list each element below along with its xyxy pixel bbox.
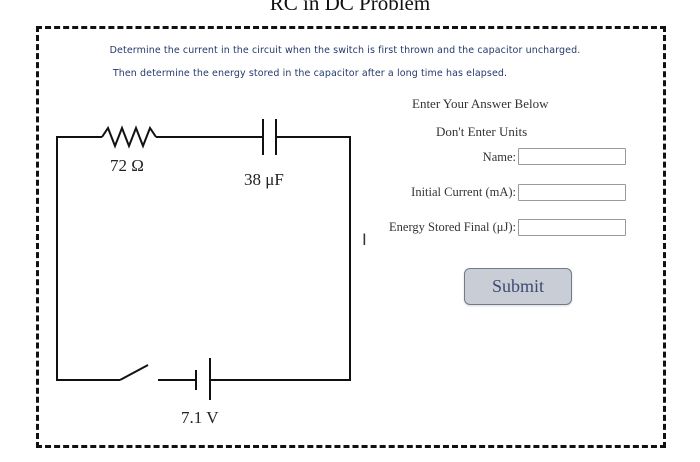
capacitor-label: 38 μF (244, 170, 284, 189)
initial-current-field[interactable] (518, 184, 626, 201)
text-cursor-icon: I (362, 230, 367, 249)
energy-stored-field[interactable] (518, 219, 626, 236)
form-subheading: Don't Enter Units (436, 124, 528, 139)
instruction-line-1: Determine the current in the circuit whe… (109, 45, 581, 56)
initial-current-label: Initial Current (mA): (411, 185, 516, 199)
battery-label: 7.1 V (181, 408, 219, 427)
form-heading: Enter Your Answer Below (412, 96, 549, 111)
name-field[interactable] (518, 148, 626, 165)
instruction-line-2: Then determine the energy stored in the … (112, 68, 508, 79)
switch-lever (119, 364, 149, 381)
resistor-symbol (101, 125, 157, 149)
energy-stored-label: Energy Stored Final (μJ): (389, 220, 516, 234)
page-title: RC in DC Problem (269, 0, 431, 15)
wire-right (210, 136, 351, 381)
wire-left (56, 137, 120, 381)
wire-top-left (56, 136, 102, 155)
submit-button[interactable]: Submit (464, 268, 572, 305)
name-label: Name: (482, 150, 516, 164)
resistor-label: 72 Ω (110, 156, 144, 175)
problem-frame (36, 26, 666, 448)
